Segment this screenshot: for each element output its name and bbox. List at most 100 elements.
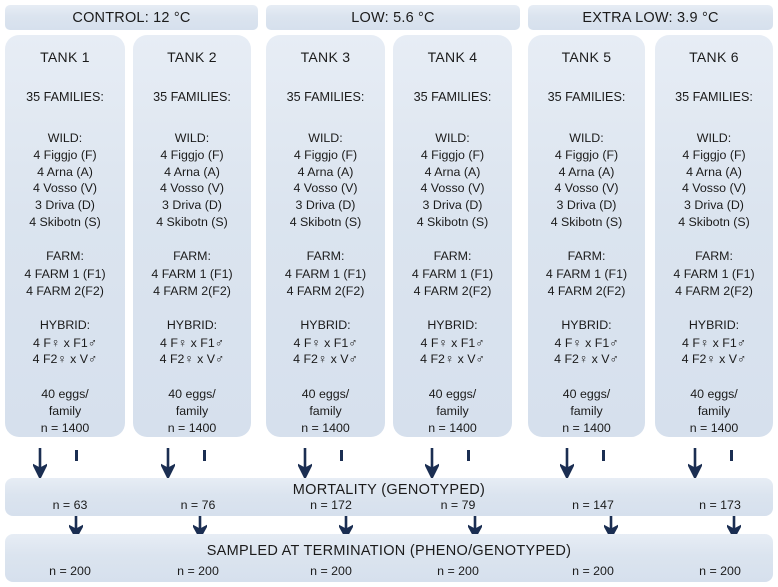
flow-arrow-down-icon [69, 516, 83, 538]
flow-tick-icon [203, 450, 206, 461]
wild-strain: 4 Arna (A) [424, 164, 481, 179]
flow-arrow-down-icon [193, 516, 207, 538]
wild-strain: 3 Driva (D) [35, 198, 95, 213]
tank-egg-count: 40 eggs/ family n = 1400 [5, 386, 125, 437]
tank-egg-count: 40 eggs/ family n = 1400 [655, 386, 773, 437]
tank-farm-section: FARM: 4 FARM 1 (F1) 4 FARM 2(F2) [393, 248, 512, 299]
tank-farm-section: FARM: 4 FARM 1 (F1) 4 FARM 2(F2) [133, 248, 251, 299]
wild-heading: WILD: [174, 130, 210, 145]
farm-strain: 4 FARM 2(F2) [286, 283, 365, 298]
eggs-total-n: n = 1400 [167, 420, 217, 435]
wild-strain: 3 Driva (D) [295, 198, 356, 213]
group-header-label: LOW: 5.6 °C [351, 9, 435, 26]
farm-strain: 4 FARM 1 (F1) [673, 266, 755, 281]
tank-hybrid-section: HYBRID: 4 F♀ x F1♂ 4 F2♀ x V♂ [5, 317, 125, 368]
mortality-title: MORTALITY (GENOTYPED) [292, 482, 486, 498]
sampled-n-tank2: n = 200 [177, 564, 219, 578]
farm-strain: 4 FARM 2(F2) [413, 283, 492, 298]
flow-arrow-down-icon [727, 516, 741, 538]
tank-egg-count: 40 eggs/ family n = 1400 [528, 386, 645, 437]
tank-families-count: 35 FAMILIES: [675, 89, 753, 104]
flow-arrow-down-icon [468, 516, 482, 538]
hybrid-heading: HYBRID: [166, 318, 218, 333]
hybrid-heading: HYBRID: [561, 318, 612, 333]
mortality-n-tank5: n = 147 [572, 498, 614, 512]
hybrid-cross: 4 F2♀ x V♂ [420, 352, 485, 367]
mortality-n-tank6: n = 173 [699, 498, 741, 512]
wild-strain: 4 Arna (A) [297, 164, 354, 179]
wild-strain: 4 Vosso (V) [293, 181, 358, 196]
farm-strain: 4 FARM 1 (F1) [411, 266, 494, 281]
tank-hybrid-section: HYBRID: 4 F♀ x F1♂ 4 F2♀ x V♂ [266, 317, 385, 368]
tank-column-3: TANK 3 35 FAMILIES: WILD: 4 Figgjo (F) 4… [266, 35, 385, 437]
farm-heading: FARM: [46, 249, 84, 264]
eggs-line: family [697, 403, 731, 418]
farm-heading: FARM: [433, 249, 472, 264]
group-header-label: EXTRA LOW: 3.9 °C [582, 9, 719, 26]
sampled-n-tank6: n = 200 [699, 564, 741, 578]
sampled-title: SAMPLED AT TERMINATION (PHENO/GENOTYPED) [206, 543, 572, 559]
eggs-line: family [175, 403, 209, 418]
wild-heading: WILD: [696, 130, 732, 145]
tank-column-6: TANK 6 35 FAMILIES: WILD: 4 Figgjo (F) 4… [655, 35, 773, 437]
flow-arrow-down-icon [604, 516, 618, 538]
tank-wild-section: WILD: 4 Figgjo (F) 4 Arna (A) 4 Vosso (V… [5, 130, 125, 231]
tank-hybrid-section: HYBRID: 4 F♀ x F1♂ 4 F2♀ x V♂ [133, 317, 251, 368]
mortality-bar: MORTALITY (GENOTYPED) n = 63 n = 76 n = … [5, 478, 773, 516]
wild-strain: 3 Driva (D) [162, 198, 222, 213]
flow-tick-icon [75, 450, 78, 461]
hybrid-cross: 4 F2♀ x V♂ [32, 352, 98, 367]
sampled-n-tank1: n = 200 [49, 564, 91, 578]
wild-strain: 4 Arna (A) [37, 164, 93, 179]
sampled-n-tank5: n = 200 [572, 564, 614, 578]
wild-strain: 4 Figgjo (F) [682, 148, 746, 163]
hybrid-heading: HYBRID: [427, 318, 478, 333]
tank-column-5: TANK 5 35 FAMILIES: WILD: 4 Figgjo (F) 4… [528, 35, 645, 437]
mortality-n-tank4: n = 79 [440, 498, 476, 512]
eggs-line: 40 eggs/ [168, 386, 216, 401]
hybrid-cross: 4 F♀ x F1♂ [293, 335, 358, 350]
tank-title: TANK 4 [427, 49, 478, 65]
wild-strain: 4 Figgjo (F) [160, 148, 224, 163]
wild-strain: 4 Vosso (V) [554, 181, 619, 196]
tank-hybrid-section: HYBRID: 4 F♀ x F1♂ 4 F2♀ x V♂ [528, 317, 645, 368]
tank-families-count: 35 FAMILIES: [547, 89, 626, 104]
hybrid-cross: 4 F2♀ x V♂ [681, 352, 747, 367]
group-header-low: LOW: 5.6 °C [266, 5, 520, 30]
wild-strain: 4 Figgjo (F) [33, 148, 97, 163]
tank-farm-section: FARM: 4 FARM 1 (F1) 4 FARM 2(F2) [528, 248, 645, 299]
flow-tick-icon [730, 450, 733, 461]
eggs-line: 40 eggs/ [41, 386, 89, 401]
wild-heading: WILD: [569, 130, 604, 145]
sampled-n-tank4: n = 200 [437, 564, 479, 578]
tank-column-2: TANK 2 35 FAMILIES: WILD: 4 Figgjo (F) 4… [133, 35, 251, 437]
tank-column-4: TANK 4 35 FAMILIES: WILD: 4 Figgjo (F) 4… [393, 35, 512, 437]
wild-strain: 3 Driva (D) [422, 198, 483, 213]
wild-strain: 4 Skibotn (S) [678, 214, 750, 229]
farm-heading: FARM: [695, 249, 733, 264]
farm-strain: 4 FARM 2(F2) [675, 283, 753, 298]
tank-wild-section: WILD: 4 Figgjo (F) 4 Arna (A) 4 Vosso (V… [528, 130, 645, 231]
hybrid-cross: 4 F2♀ x V♂ [159, 352, 225, 367]
farm-strain: 4 FARM 1 (F1) [284, 266, 367, 281]
hybrid-cross: 4 F♀ x F1♂ [32, 335, 98, 350]
tank-farm-section: FARM: 4 FARM 1 (F1) 4 FARM 2(F2) [655, 248, 773, 299]
group-header-control: CONTROL: 12 °C [5, 5, 258, 30]
tank-wild-section: WILD: 4 Figgjo (F) 4 Arna (A) 4 Vosso (V… [266, 130, 385, 231]
farm-strain: 4 FARM 1 (F1) [151, 266, 233, 281]
flow-arrow-down-icon [339, 516, 353, 538]
tank-families-count: 35 FAMILIES: [153, 89, 231, 104]
eggs-line: 40 eggs/ [428, 386, 477, 401]
wild-strain: 4 Figgjo (F) [420, 148, 485, 163]
tank-title: TANK 6 [689, 49, 739, 65]
eggs-line: 40 eggs/ [301, 386, 350, 401]
wild-heading: WILD: [308, 130, 343, 145]
hybrid-heading: HYBRID: [39, 318, 91, 333]
hybrid-cross: 4 F♀ x F1♂ [420, 335, 485, 350]
eggs-total-n: n = 1400 [562, 420, 611, 435]
eggs-total-n: n = 1400 [689, 420, 739, 435]
flow-arrow-down-icon [688, 448, 702, 478]
wild-strain: 4 Skibotn (S) [416, 214, 489, 229]
farm-heading: FARM: [306, 249, 345, 264]
eggs-line: family [309, 403, 342, 418]
